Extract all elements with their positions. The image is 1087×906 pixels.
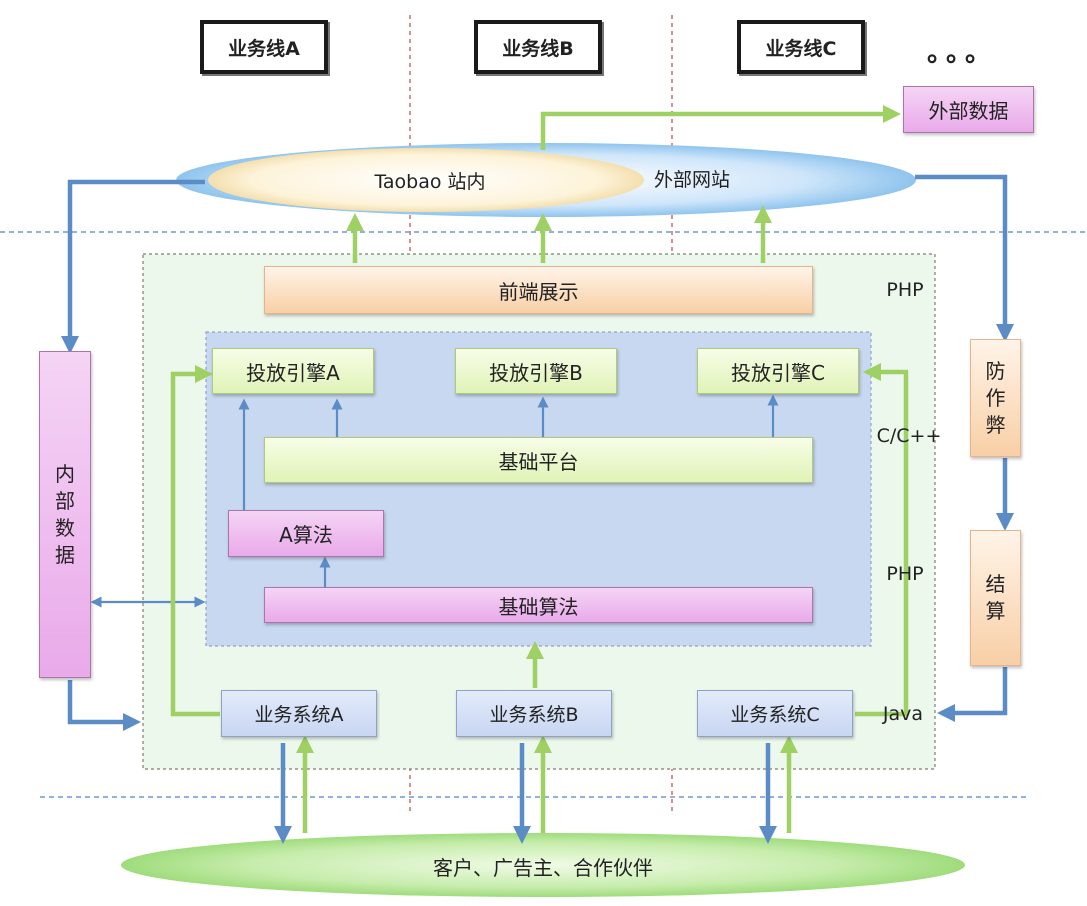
- internal-data-char: 数: [55, 515, 75, 540]
- customers-label: 客户、广告主、合作伙伴: [433, 855, 653, 880]
- settlement-char: 算: [985, 599, 1006, 623]
- anti-fraud-box: 防 作 弊: [970, 339, 1021, 457]
- ellipsis: 。。。: [926, 37, 997, 68]
- arrow: [540, 105, 901, 150]
- arrow: [855, 363, 909, 717]
- php-label-top: PHP: [886, 279, 924, 301]
- anti-fraud-char: 弊: [985, 412, 1006, 437]
- arrow: [915, 174, 1014, 342]
- external-website-label: 外部网站: [653, 168, 730, 191]
- base-platform-box: 基础平台: [264, 437, 813, 483]
- algo-a-box: A算法: [228, 510, 384, 557]
- business-line-b: 业务线B: [474, 20, 602, 74]
- business-system-a-box: 业务系统A: [221, 690, 377, 737]
- php-label-mid: PHP: [886, 563, 924, 585]
- arrow: [67, 680, 141, 731]
- external-data-box: 外部数据: [903, 86, 1034, 133]
- anti-fraud-char: 防: [985, 358, 1006, 383]
- engine-c-box: 投放引擎C: [697, 348, 859, 394]
- taobao-label: Taobao 站内: [374, 170, 486, 193]
- java-label: Java: [882, 703, 924, 725]
- business-system-c-box: 业务系统C: [697, 690, 853, 737]
- engine-a-box: 投放引擎A: [212, 348, 374, 394]
- arrow: [937, 667, 1008, 722]
- settlement-box: 结 算: [970, 530, 1021, 666]
- frontend-box: 前端展示: [264, 266, 813, 314]
- arrow: [61, 179, 205, 354]
- settlement-char: 结: [985, 572, 1006, 596]
- arrow: [170, 365, 220, 717]
- business-system-b-box: 业务系统B: [456, 690, 612, 737]
- internal-data-char: 部: [55, 488, 75, 513]
- customer-cloud: [121, 833, 965, 897]
- base-algo-box: 基础算法: [264, 587, 813, 623]
- internal-data-char: 内: [55, 461, 75, 486]
- business-line-c: 业务线C: [737, 20, 865, 74]
- internal-data-box: 内 部 数 据: [39, 351, 91, 678]
- taobao-cloud: [208, 148, 644, 212]
- engine-b-box: 投放引擎B: [455, 348, 617, 394]
- business-line-a: 业务线A: [200, 20, 328, 74]
- internal-data-char: 据: [55, 542, 75, 567]
- anti-fraud-char: 作: [985, 385, 1006, 410]
- cpp-label: C/C++: [876, 425, 942, 447]
